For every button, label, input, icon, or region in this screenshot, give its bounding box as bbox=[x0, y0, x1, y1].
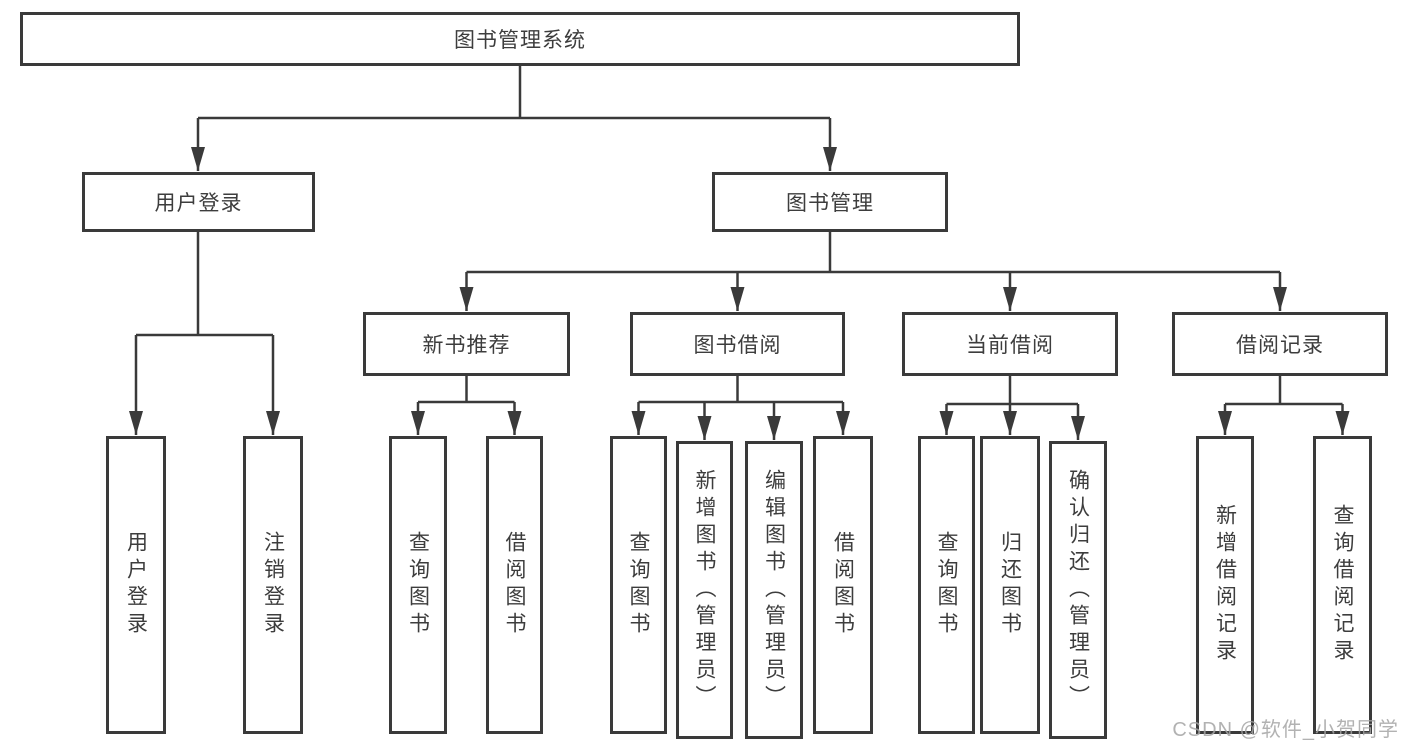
node-label: 图书管理系统 bbox=[454, 29, 586, 52]
node-label: 用户登录 bbox=[154, 192, 243, 215]
node-label: 当前借阅 bbox=[966, 334, 1054, 357]
node-label: 图书管理 bbox=[786, 192, 874, 215]
node-library-system: 图书管理系统 bbox=[20, 12, 1020, 66]
node-label: 查询图书 bbox=[935, 531, 959, 639]
wires-new-book-group bbox=[411, 376, 522, 435]
node-label: 用户登录 bbox=[124, 531, 148, 639]
node-leaf-add-borrow-record: 新增借阅记录 bbox=[1196, 436, 1254, 734]
node-leaf-logout: 注销登录 bbox=[243, 436, 303, 734]
wires-root-to-level2 bbox=[191, 66, 837, 171]
wires-book-mgmt-to-level3 bbox=[459, 232, 1287, 311]
node-user-login: 用户登录 bbox=[82, 172, 315, 232]
node-leaf-borrow-books-1: 借阅图书 bbox=[486, 436, 543, 734]
node-label: 借阅图书 bbox=[503, 531, 527, 639]
wires-user-login-group bbox=[129, 232, 280, 435]
node-label: 注销登录 bbox=[261, 531, 285, 639]
node-leaf-add-books-admin: 新增图书（管理员） bbox=[676, 441, 733, 739]
node-leaf-query-books-2: 查询图书 bbox=[610, 436, 667, 734]
node-label: 借阅记录 bbox=[1236, 334, 1324, 357]
node-leaf-user-login: 用户登录 bbox=[106, 436, 166, 734]
node-label: 图书借阅 bbox=[693, 334, 782, 357]
node-label: 查询图书 bbox=[627, 531, 651, 639]
node-leaf-confirm-return-admin: 确认归还（管理员） bbox=[1049, 441, 1107, 739]
node-book-borrow: 图书借阅 bbox=[630, 312, 845, 376]
node-label: 新增图书（管理员） bbox=[693, 468, 717, 712]
wires-book-borrow-group bbox=[631, 376, 850, 440]
node-leaf-return-books: 归还图书 bbox=[980, 436, 1040, 734]
wires-current-borrow-group bbox=[939, 376, 1085, 440]
node-label: 新增借阅记录 bbox=[1213, 504, 1237, 666]
node-label: 编辑图书（管理员） bbox=[762, 468, 786, 712]
node-leaf-query-books-3: 查询图书 bbox=[918, 436, 975, 734]
node-leaf-borrow-books-2: 借阅图书 bbox=[813, 436, 873, 734]
node-leaf-edit-books-admin: 编辑图书（管理员） bbox=[745, 441, 803, 739]
node-borrow-records: 借阅记录 bbox=[1172, 312, 1388, 376]
node-label: 查询图书 bbox=[406, 531, 430, 639]
node-new-book-recommend: 新书推荐 bbox=[363, 312, 570, 376]
node-current-borrow: 当前借阅 bbox=[902, 312, 1118, 376]
csdn-watermark: CSDN @软件_小贺同学 bbox=[1172, 719, 1399, 741]
node-label: 确认归还（管理员） bbox=[1066, 468, 1090, 712]
wires-borrow-record-group bbox=[1218, 376, 1350, 435]
node-book-management: 图书管理 bbox=[712, 172, 948, 232]
node-label: 查询借阅记录 bbox=[1331, 504, 1355, 666]
node-leaf-query-books-1: 查询图书 bbox=[389, 436, 447, 734]
node-leaf-query-borrow-record: 查询借阅记录 bbox=[1313, 436, 1372, 734]
node-label: 借阅图书 bbox=[831, 531, 855, 639]
node-label: 归还图书 bbox=[998, 531, 1022, 639]
node-label: 新书推荐 bbox=[422, 334, 511, 357]
